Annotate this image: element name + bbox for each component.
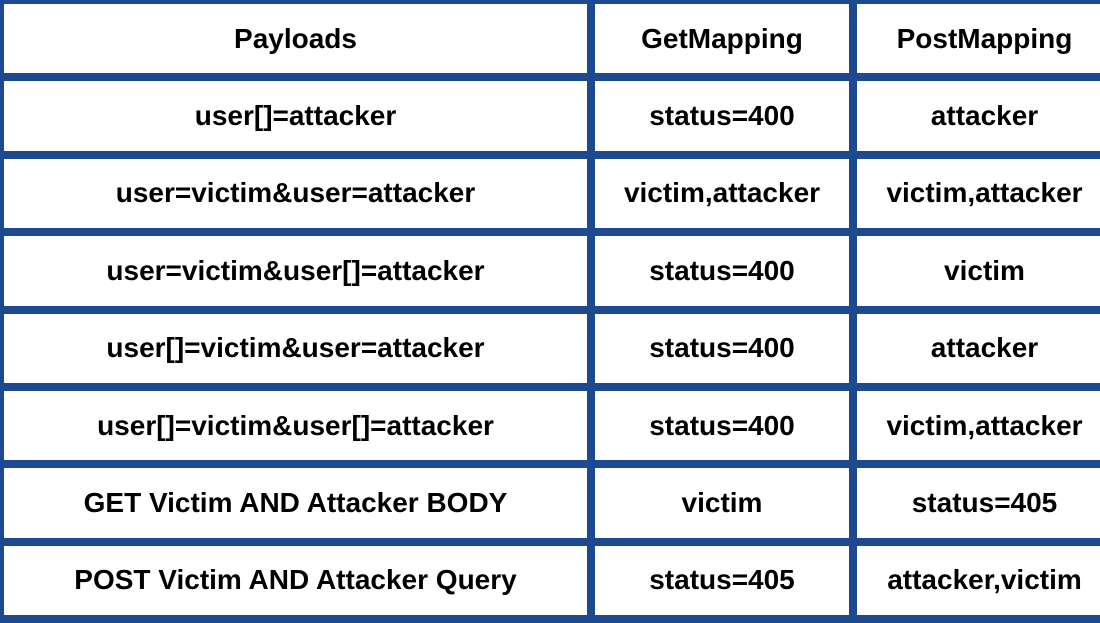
- payload-cell: user[]=victim&user[]=attacker: [4, 390, 587, 461]
- header-payloads: Payloads: [4, 4, 587, 74]
- table-row: GET Victim AND Attacker BODY victim stat…: [4, 468, 1100, 538]
- postmapping-cell: attacker: [857, 81, 1100, 151]
- postmapping-cell: attacker,victim: [857, 545, 1100, 615]
- payload-cell: user[]=attacker: [4, 81, 587, 151]
- table-row: user[]=victim&user=attacker status=400 a…: [4, 313, 1100, 383]
- table-row: POST Victim AND Attacker Query status=40…: [4, 545, 1100, 615]
- table-row: user[]=victim&user[]=attacker status=400…: [4, 390, 1100, 461]
- getmapping-cell: status=400: [595, 390, 849, 461]
- postmapping-cell: status=405: [857, 468, 1100, 538]
- header-postmapping: PostMapping: [857, 4, 1100, 74]
- table-header-row: Payloads GetMapping PostMapping: [4, 4, 1100, 74]
- header-getmapping: GetMapping: [595, 4, 849, 74]
- payload-cell: user[]=victim&user=attacker: [4, 313, 587, 383]
- payload-cell: user=victim&user=attacker: [4, 158, 587, 229]
- postmapping-cell: victim,attacker: [857, 390, 1100, 461]
- payload-cell: POST Victim AND Attacker Query: [4, 545, 587, 615]
- table-row: user=victim&user=attacker victim,attacke…: [4, 158, 1100, 229]
- getmapping-cell: status=400: [595, 236, 849, 306]
- table-row: user=victim&user[]=attacker status=400 v…: [4, 236, 1100, 306]
- getmapping-cell: victim,attacker: [595, 158, 849, 229]
- table-row: user[]=attacker status=400 attacker: [4, 81, 1100, 151]
- getmapping-cell: status=400: [595, 313, 849, 383]
- payload-cell: GET Victim AND Attacker BODY: [4, 468, 587, 538]
- postmapping-cell: victim,attacker: [857, 158, 1100, 229]
- postmapping-cell: attacker: [857, 313, 1100, 383]
- postmapping-cell: victim: [857, 236, 1100, 306]
- getmapping-cell: status=400: [595, 81, 849, 151]
- getmapping-cell: status=405: [595, 545, 849, 615]
- getmapping-cell: victim: [595, 468, 849, 538]
- payload-cell: user=victim&user[]=attacker: [4, 236, 587, 306]
